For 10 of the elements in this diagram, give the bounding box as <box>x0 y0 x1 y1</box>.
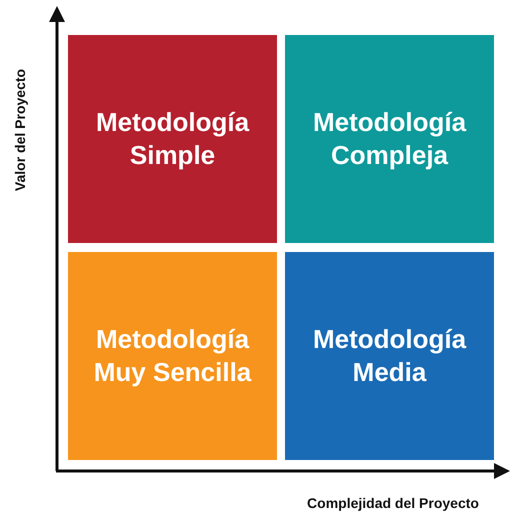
quadrant-title: Metodología Simple <box>94 106 250 172</box>
quadrant-panel <box>285 252 494 460</box>
quadrant-panel <box>285 35 494 243</box>
y-axis-label: Valor del Proyecto <box>12 68 28 192</box>
quadrant-panel <box>68 252 277 460</box>
x-axis-label: Complejidad del Proyecto <box>307 495 479 511</box>
quadrant-title: Metodología Media <box>312 323 468 389</box>
quadrant-title: Metodología Muy Sencilla <box>92 323 252 389</box>
quadrant-title: Metodología Compleja <box>312 106 468 172</box>
quadrant-panel <box>68 35 277 243</box>
